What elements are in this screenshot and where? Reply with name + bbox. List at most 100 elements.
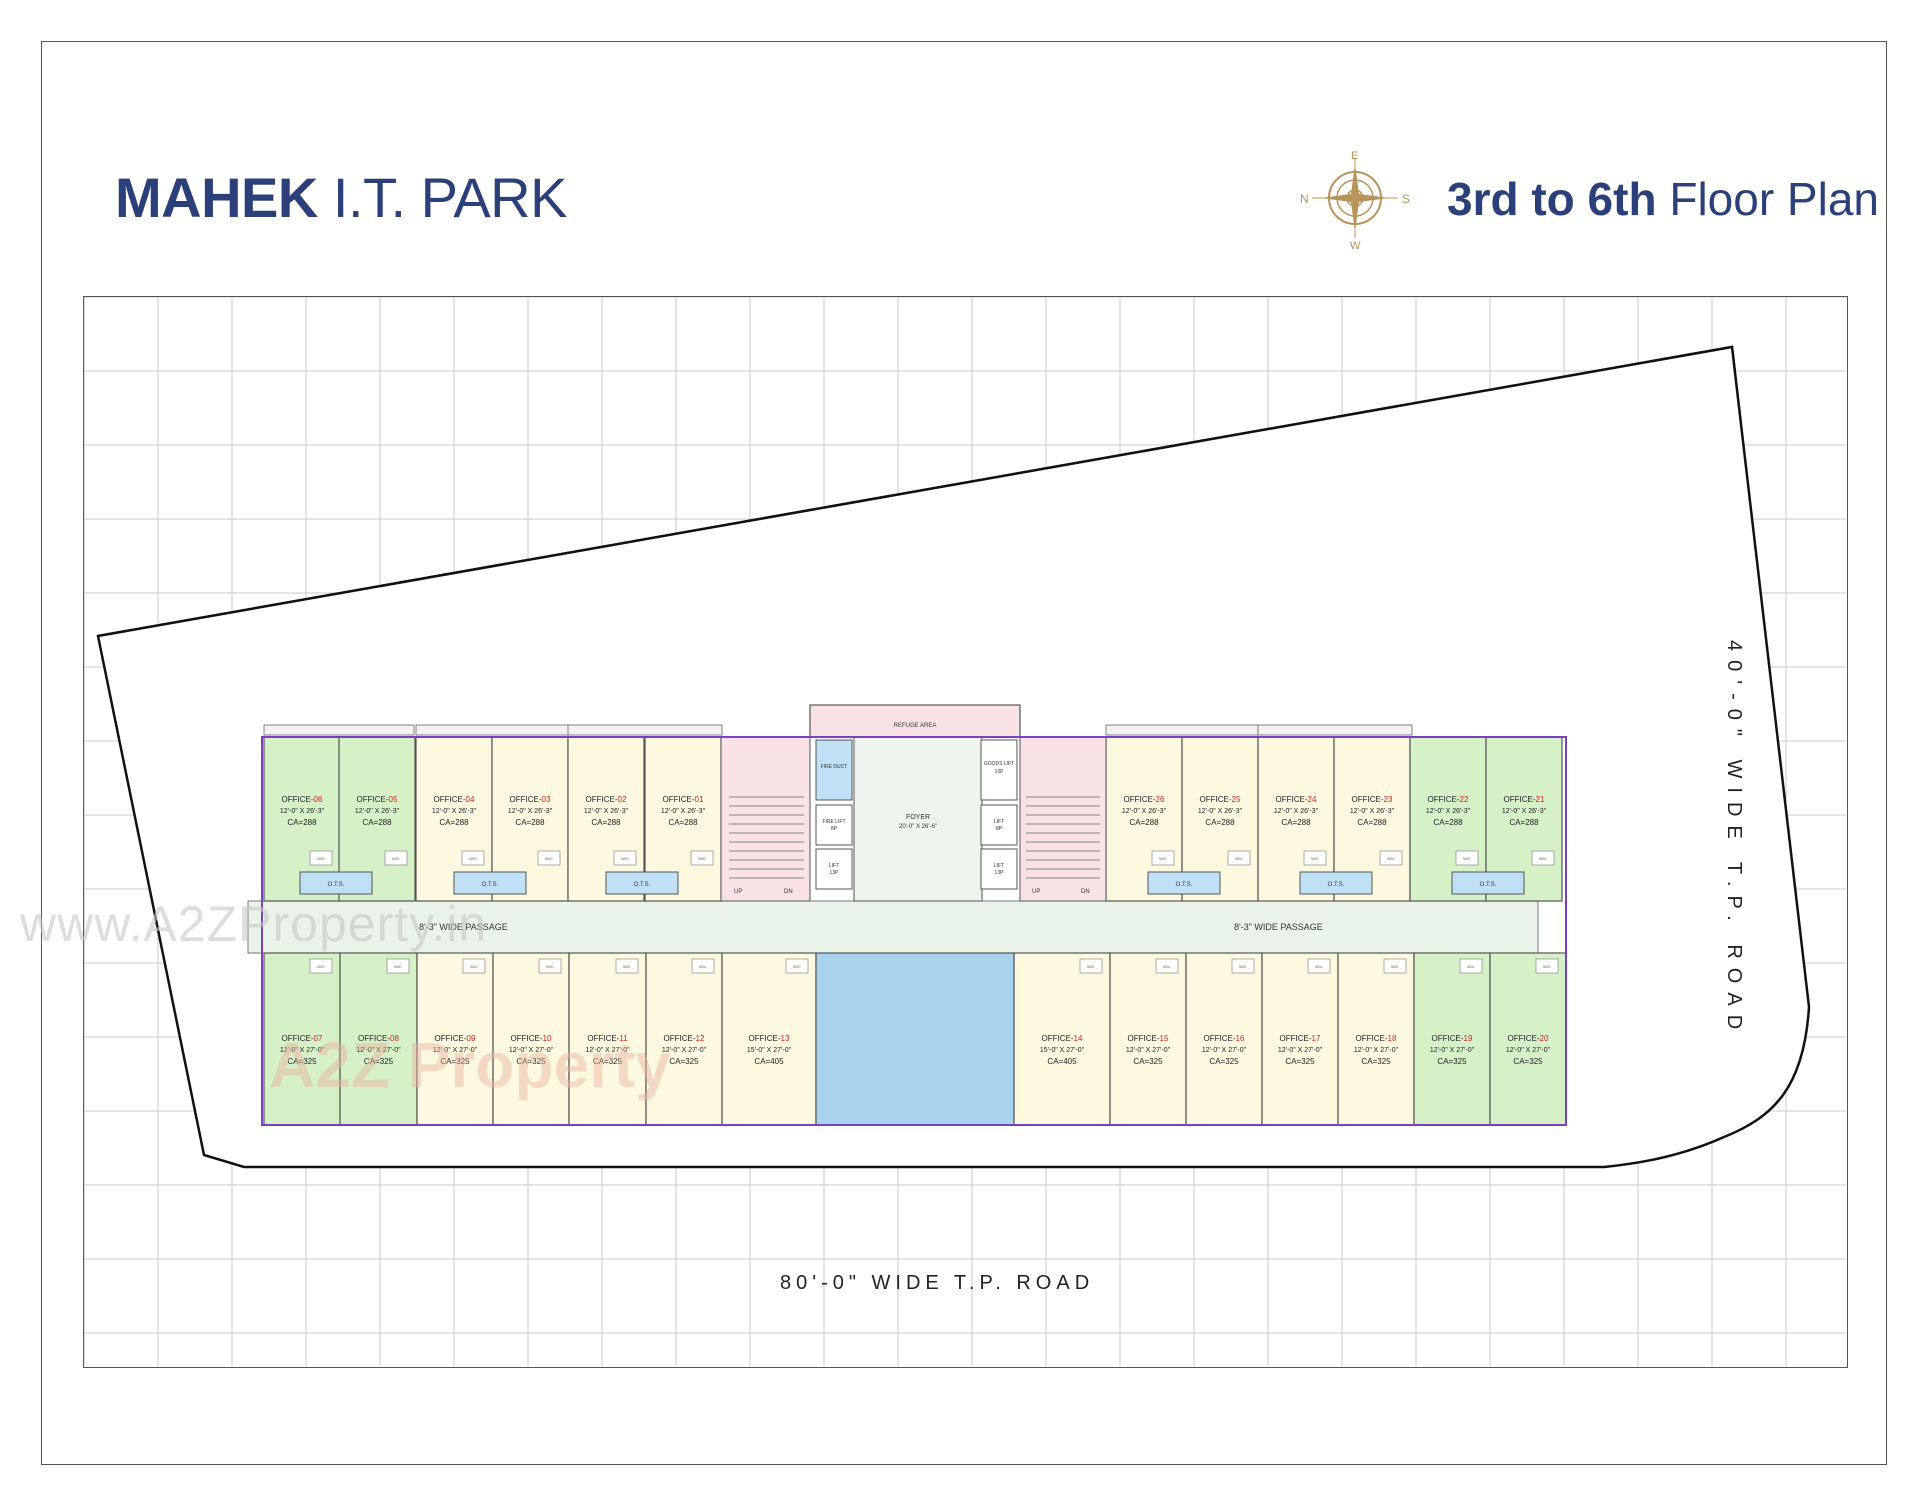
wc-box: [1307, 958, 1331, 974]
office-area: CA=325: [1285, 1057, 1315, 1066]
office-name: OFFICE-01: [663, 795, 704, 804]
office-name: OFFICE-21: [1504, 795, 1545, 804]
office-area: CA=325: [1209, 1057, 1239, 1066]
ots-label: O.T.S.: [1480, 882, 1497, 888]
wc-box: [1155, 958, 1179, 974]
lift-right: [980, 848, 1018, 890]
office-name: OFFICE-15: [1128, 1034, 1169, 1043]
passage-label-right: 8'-3" WIDE PASSAGE: [1234, 922, 1323, 932]
lift-left: [815, 848, 853, 890]
office-area: CA=325: [669, 1057, 699, 1066]
stair-up-right: UP: [1032, 889, 1040, 895]
wc-box: [309, 958, 333, 974]
balcony-strip: [1105, 724, 1259, 736]
ots-3: [605, 871, 679, 895]
office-size: 12'-0" X 27'-0": [1202, 1047, 1247, 1054]
office-name: OFFICE-03: [510, 795, 551, 804]
compass-south: S: [1402, 192, 1410, 206]
lift-mid: [980, 804, 1018, 846]
office-size: 12'-0" X 27'-0": [585, 1047, 630, 1054]
ots-label: O.T.S.: [328, 882, 345, 888]
office-name: OFFICE-10: [511, 1034, 552, 1043]
watermark-logo: A2Z Property: [269, 1029, 671, 1101]
office-size: 12'-0" X 26'-3": [355, 808, 400, 815]
stair-dn-left: DN: [784, 889, 793, 895]
lift-left-cap: 13P: [830, 870, 840, 876]
wc-label: W/C: [1543, 964, 1551, 969]
wc-box: [462, 958, 486, 974]
office-area: CA=325: [1437, 1057, 1467, 1066]
ots-label: O.T.S.: [1176, 882, 1193, 888]
office-size: 12'-0" X 26'-3": [508, 808, 553, 815]
staircase-left: [720, 736, 811, 902]
office-name: OFFICE-23: [1352, 795, 1393, 804]
project-title: MAHEK I.T. PARK: [115, 166, 567, 229]
office-room: [1337, 952, 1415, 1126]
wc-box: [1231, 958, 1255, 974]
office-size: 15'-0" X 27'-0": [747, 1047, 792, 1054]
wc-label: W/C: [1315, 964, 1323, 969]
office-size: 12'-0" X 27'-0": [1278, 1047, 1323, 1054]
road-label-bottom: 80'-0" WIDE T.P. ROAD: [780, 1272, 1095, 1294]
wc-label: W/C: [469, 856, 477, 861]
wc-label: W/C: [1235, 856, 1243, 861]
office-name: OFFICE-11: [587, 1034, 628, 1043]
office-room: [263, 952, 341, 1126]
office-room: [721, 952, 817, 1126]
wc-box: [386, 958, 410, 974]
floor-plan-subtitle: 3rd to 6th Floor Plan: [1447, 173, 1879, 225]
office-room: [645, 952, 723, 1126]
office-size: 12'-0" X 27'-0": [1126, 1047, 1171, 1054]
office-name: OFFICE-20: [1508, 1034, 1549, 1043]
office-area: CA=325: [287, 1057, 317, 1066]
office-area: CA=325: [1133, 1057, 1163, 1066]
stair-up-left: UP: [734, 889, 742, 895]
balcony-strip: [567, 724, 723, 736]
wc-label: W/C: [1467, 964, 1475, 969]
office-name: OFFICE-07: [282, 1034, 323, 1043]
stair-dn-right: DN: [1081, 889, 1090, 895]
office-area: CA=325: [1513, 1057, 1543, 1066]
office-room: [568, 952, 647, 1126]
office-area: CA=288: [287, 818, 317, 827]
office-size: 12'-0" X 27'-0": [433, 1047, 478, 1054]
passage: [247, 900, 1539, 954]
office-name: OFFICE-18: [1356, 1034, 1397, 1043]
wc-box: [1531, 850, 1555, 866]
office-area: CA=325: [440, 1057, 470, 1066]
office-size: 12'-0" X 26'-3": [280, 808, 325, 815]
wc-label: W/C: [1391, 964, 1399, 969]
wc-box: [1383, 958, 1407, 974]
wc-box: [1227, 850, 1251, 866]
refuge-label: REFUGE AREA: [894, 723, 937, 729]
office-area: CA=288: [1509, 818, 1539, 827]
wc-box: [384, 850, 408, 866]
office-room: [339, 952, 418, 1126]
wc-label: W/C: [546, 964, 554, 969]
wc-label: W/C: [1311, 856, 1319, 861]
ots-1: [299, 871, 373, 895]
office-size: 12'-0" X 26'-3": [1198, 808, 1243, 815]
office-name: OFFICE-17: [1280, 1034, 1321, 1043]
fire-lift-cap: 8P: [831, 826, 838, 832]
office-bottom-17: OFFICE-17 12'-0" X 27'-0" CA=325 W/C: [1261, 952, 1339, 1126]
watermark-url: www.A2ZProperty.in: [20, 896, 488, 952]
ots-5: [1299, 871, 1373, 895]
lift-mid-cap: 8P: [996, 826, 1003, 832]
building-outline: [261, 736, 1567, 1126]
office-size: 12'-0" X 26'-3": [1122, 808, 1167, 815]
wc-box: [1459, 958, 1483, 974]
office-area: CA=288: [1433, 818, 1463, 827]
ots-label: O.T.S.: [482, 882, 499, 888]
office-size: 12'-0" X 27'-0": [509, 1047, 554, 1054]
office-area: CA=288: [1129, 818, 1159, 827]
fire-duct: [815, 739, 853, 801]
ots-4: [1147, 871, 1221, 895]
office-size: 12'-0" X 27'-0": [1430, 1047, 1475, 1054]
